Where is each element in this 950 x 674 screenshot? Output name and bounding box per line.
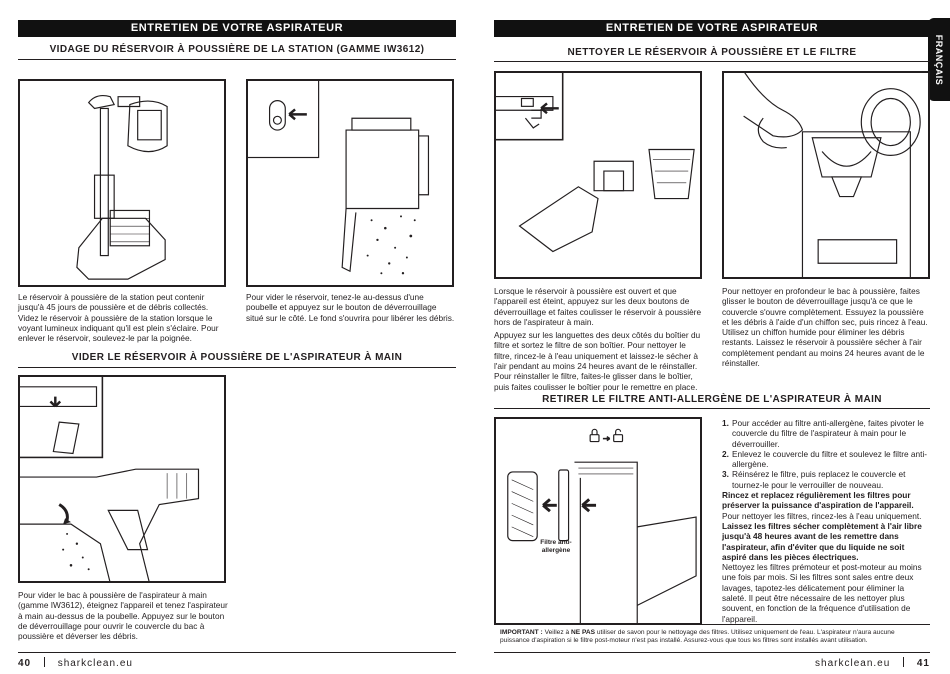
right-caption-2: Pour nettoyer en profondeur le bac à pou…	[722, 286, 928, 369]
empty-station-bin-illustration	[246, 79, 454, 287]
important-ne-pas: NE PAS	[570, 629, 596, 636]
left-website: sharkclean.eu	[57, 658, 133, 669]
left-caption-3: Pour vider le bac à poussière de l'aspir…	[18, 590, 228, 642]
step-2-text: Enlevez le couvercle du filtre et soulev…	[732, 448, 928, 470]
left-footer-divider	[43, 657, 45, 667]
clean-dustbin-filter-illustration	[494, 71, 702, 279]
language-tab-label: FRANÇAIS	[934, 34, 944, 85]
right-caption-1-p1: Lorsque le réservoir à poussière est ouv…	[494, 286, 702, 327]
right-footer-divider	[903, 657, 905, 667]
filter-bold-1: Rincez et replacez régulièrement les fil…	[722, 490, 914, 511]
filter-label: Filtre anti-allergène	[540, 539, 572, 554]
filter-bold-2: Laissez les filtres sécher complètement …	[722, 520, 922, 562]
step-1-number: 1.	[722, 418, 729, 428]
filter-plain-1: Pour nettoyer les filtres, rincez-les à …	[722, 510, 922, 521]
step-1: 1.Pour accéder au filtre anti-allergène,…	[722, 418, 930, 449]
right-website: sharkclean.eu	[815, 658, 891, 669]
left-section1-title: VIDAGE DU RÉSERVOIR À POUSSIÈRE DE LA ST…	[49, 44, 425, 55]
right-footer: sharkclean.eu 41	[815, 657, 930, 669]
right-page-number: 41	[916, 658, 930, 669]
anti-allergen-filter-illustration: Filtre anti-allergène	[494, 417, 702, 625]
language-tab: FRANÇAIS	[928, 18, 950, 101]
important-text: utiliser de savon pour le nettoyage des …	[500, 629, 895, 644]
important-note: IMPORTANT : Veillez à NE PAS utiliser de…	[500, 629, 926, 645]
right-section1-rule	[494, 61, 930, 62]
step-2-number: 2.	[722, 448, 729, 459]
important-pre: Veillez à	[544, 629, 570, 636]
left-page-number: 40	[18, 658, 32, 669]
station-dustbin-illustration	[18, 79, 226, 287]
left-header-band: ENTRETIEN DE VOTRE ASPIRATEUR	[18, 20, 456, 37]
important-label: IMPORTANT :	[500, 629, 543, 636]
left-section1-rule	[18, 59, 456, 60]
left-footer: 40 sharkclean.eu	[18, 657, 133, 669]
step-3-text: Réinsérez le filtre, puis replacez le co…	[732, 469, 906, 490]
left-caption-1: Le réservoir à poussière de la station p…	[18, 292, 219, 344]
step-1-text: Pour accéder au filtre anti-allergène, f…	[732, 418, 924, 449]
handheld-empty-bin-illustration	[18, 375, 226, 583]
step-3-number: 3.	[722, 469, 729, 480]
step-3: 3.Réinsérez le filtre, puis replacez le …	[722, 469, 930, 490]
right-section2-rule	[494, 408, 930, 409]
step-2: 2.Enlevez le couvercle du filtre et soul…	[722, 449, 930, 470]
left-caption-2: Pour vider le réservoir, tenez-le au-des…	[246, 292, 455, 323]
right-section1-title: NETTOYER LE RÉSERVOIR À POUSSIÈRE ET LE …	[567, 47, 857, 58]
left-section2-title: VIDER LE RÉSERVOIR À POUSSIÈRE DE L'ASPI…	[71, 352, 403, 363]
right-section2-title: RETIRER LE FILTRE ANTI-ALLERGÈNE DE L'AS…	[542, 394, 882, 405]
left-footer-rule	[18, 652, 456, 653]
filter-plain-2: Nettoyez les filtres prémoteur et post-m…	[722, 562, 922, 624]
deep-clean-dustbin-illustration	[722, 71, 930, 279]
right-footer-rule	[494, 652, 930, 653]
right-caption-1: Lorsque le réservoir à poussière est ouv…	[494, 286, 706, 395]
important-rule	[494, 624, 930, 625]
right-header-band: ENTRETIEN DE VOTRE ASPIRATEUR	[494, 20, 930, 37]
right-caption-1-p2: Appuyez sur les languettes des deux côté…	[494, 330, 701, 392]
filter-steps: 1.Pour accéder au filtre anti-allergène,…	[722, 418, 930, 624]
left-section2-rule	[18, 367, 456, 368]
